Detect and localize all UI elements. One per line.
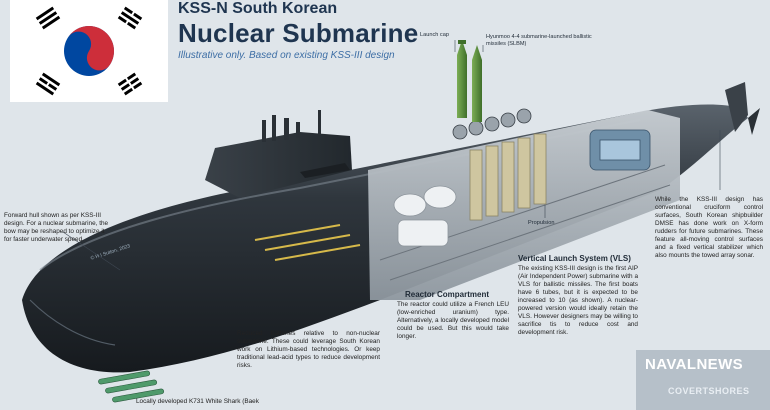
batteries-callout: Reduced batteries relative to non-nuclea… <box>237 330 380 369</box>
reactor-body: The reactor could utilize a French LEU (… <box>397 301 509 340</box>
title-line-1: KSS-N South Korean <box>178 0 338 17</box>
slbm-label: Hyunmoo 4-4 submarine-launched ballistic… <box>486 34 592 47</box>
covertshores-logo: COVERTSHORES <box>668 386 750 396</box>
reactor-compartment <box>393 185 457 247</box>
leader-lines <box>62 40 721 271</box>
reactor-heading: Reactor Compartment <box>405 290 490 299</box>
slbm-missiles <box>457 40 482 122</box>
torpedoes <box>98 370 165 403</box>
subtitle: Illustrative only. Based on existing KSS… <box>178 50 395 61</box>
forward-hull-callout: Forward hull shown as per KSS-III design… <box>4 212 109 243</box>
vls-body: The existing KSS-III design is the first… <box>518 265 638 336</box>
torpedo-callout: Locally developed K731 White Shark (Baek <box>136 398 259 405</box>
stern-fin <box>725 82 748 132</box>
propulsion-label: Propulsion <box>528 220 555 226</box>
title-line-2: Nuclear Submarine <box>178 18 419 48</box>
vls-tubes <box>469 133 547 221</box>
propulsion-machinery <box>589 129 651 171</box>
taegukgi-icon <box>10 0 168 102</box>
sail <box>205 132 352 198</box>
trigrams <box>35 6 143 96</box>
launch-cap-label: Launch cap <box>420 32 449 38</box>
south-korea-flag <box>10 0 168 102</box>
stern-callout: While the KSS-III design has conventiona… <box>655 196 763 259</box>
navalnews-logo: NAVALNEWS <box>645 356 744 373</box>
vls-heading: Vertical Launch System (VLS) <box>518 254 631 263</box>
masts <box>262 110 321 142</box>
